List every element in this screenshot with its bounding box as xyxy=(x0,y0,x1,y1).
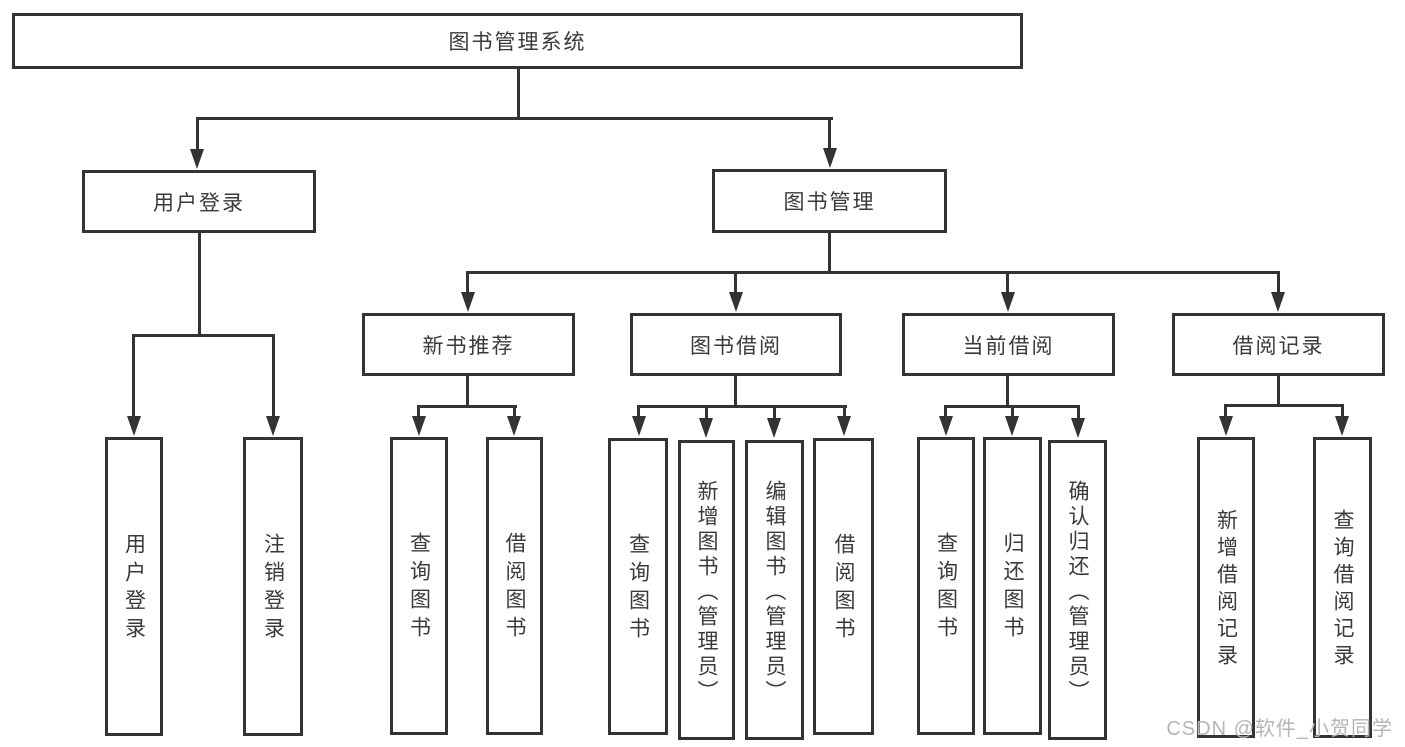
leaf-history-add-record-label: 新增借阅记录 xyxy=(1214,508,1238,671)
leaf-logout-login: 注销登录 xyxy=(243,437,303,736)
connector-recommend-branch xyxy=(417,405,517,408)
connector-current-stem xyxy=(1006,376,1009,408)
arrowhead-leaf-bb-query xyxy=(632,416,646,436)
leaf-logout-login-label: 注销登录 xyxy=(261,532,285,645)
connector-to-new-book-recommend xyxy=(466,271,469,295)
node-borrow-history-label: 借阅记录 xyxy=(1232,334,1325,358)
connector-to-leaf-bb-add xyxy=(705,405,708,419)
connector-history-stem xyxy=(1277,376,1280,407)
arrowhead-leaf-cb-confirm xyxy=(1071,418,1085,438)
connector-to-leaf-bb-borrow xyxy=(843,405,846,419)
leaf-borrow-add-books-admin: 新增图书（管理员） xyxy=(678,440,735,740)
connector-to-book-management xyxy=(828,117,831,152)
node-user-login-label: 用户登录 xyxy=(153,191,245,215)
connector-user-login-stem xyxy=(198,233,201,337)
connector-to-leaf-cb-confirm xyxy=(1077,405,1080,419)
arrowhead-book-borrow xyxy=(729,292,743,312)
connector-borrow-stem xyxy=(734,376,737,408)
node-user-login: 用户登录 xyxy=(82,170,316,233)
connector-to-leaf-cb-return xyxy=(1011,405,1014,419)
leaf-current-query-books: 查询图书 xyxy=(917,437,975,735)
leaf-history-query-record-label: 查询借阅记录 xyxy=(1331,508,1354,671)
arrowhead-current-borrow xyxy=(1001,292,1015,312)
arrowhead-leaf-cb-return xyxy=(1005,416,1019,436)
arrowhead-leaf-user-login xyxy=(127,416,141,436)
connector-to-leaf-bb-query xyxy=(637,405,640,419)
connector-level2-branch xyxy=(466,271,1280,274)
connector-to-leaf-bb-edit xyxy=(773,405,776,419)
connector-user-login-branch xyxy=(132,334,275,337)
connector-level1-branch xyxy=(196,117,833,120)
node-new-book-recommend: 新书推荐 xyxy=(362,313,575,376)
csdn-watermark: CSDN @软件_小贺同学 xyxy=(1166,718,1393,740)
node-book-borrow: 图书借阅 xyxy=(630,313,842,376)
leaf-current-confirm-return-admin: 确认归还（管理员） xyxy=(1048,440,1107,740)
leaf-borrow-borrow-books: 借阅图书 xyxy=(813,438,874,735)
arrowhead-new-book-recommend xyxy=(461,292,475,312)
arrowhead-leaf-rec-borrow xyxy=(507,416,521,436)
leaf-user-login-label: 用户登录 xyxy=(122,532,146,645)
connector-root-stem xyxy=(517,67,520,119)
leaf-current-return-books-label: 归还图书 xyxy=(1001,532,1024,644)
connector-to-leaf-bh-add xyxy=(1224,404,1227,419)
node-new-book-recommend-label: 新书推荐 xyxy=(422,334,515,358)
leaf-history-query-record: 查询借阅记录 xyxy=(1313,437,1372,738)
connector-to-book-borrow xyxy=(734,271,737,295)
leaf-recommend-borrow-books: 借阅图书 xyxy=(486,437,543,735)
arrowhead-leaf-bb-borrow xyxy=(837,416,851,436)
connector-to-current-borrow xyxy=(1006,271,1009,295)
arrowhead-user-login xyxy=(190,149,204,169)
connector-to-leaf-logout xyxy=(272,334,275,419)
arrowhead-leaf-logout xyxy=(266,416,280,436)
arrowhead-book-management xyxy=(823,148,837,168)
leaf-current-query-books-label: 查询图书 xyxy=(934,532,958,644)
leaf-borrow-query-books: 查询图书 xyxy=(608,438,668,735)
arrowhead-leaf-bb-add xyxy=(699,418,713,438)
arrowhead-leaf-bh-add xyxy=(1219,416,1233,436)
leaf-recommend-query-books: 查询图书 xyxy=(390,437,448,735)
node-current-borrow-label: 当前借阅 xyxy=(962,334,1055,358)
connector-to-user-login xyxy=(196,117,199,152)
leaf-current-confirm-return-admin-label: 确认归还（管理员） xyxy=(1066,479,1089,705)
connector-to-leaf-cb-query xyxy=(944,405,947,419)
node-book-borrow-label: 图书借阅 xyxy=(690,334,782,358)
leaf-recommend-query-books-label: 查询图书 xyxy=(407,532,431,644)
arrowhead-leaf-bh-query xyxy=(1335,416,1349,436)
arrowhead-leaf-bb-edit xyxy=(767,418,781,438)
connector-history-branch xyxy=(1224,404,1344,407)
leaf-recommend-borrow-books-label: 借阅图书 xyxy=(503,532,526,644)
leaf-borrow-borrow-books-label: 借阅图书 xyxy=(832,532,855,645)
arrowhead-leaf-cb-query xyxy=(939,416,953,436)
connector-recommend-stem xyxy=(466,376,469,408)
connector-to-leaf-user-login xyxy=(132,334,135,419)
connector-to-leaf-rec-query xyxy=(417,405,420,419)
connector-book-management-stem xyxy=(828,233,831,274)
arrowhead-leaf-rec-query xyxy=(412,416,426,436)
arrowhead-borrow-history xyxy=(1271,292,1285,312)
connector-to-borrow-history xyxy=(1277,271,1280,295)
leaf-borrow-edit-books-admin: 编辑图书（管理员） xyxy=(745,440,804,740)
connector-borrow-branch xyxy=(637,405,847,408)
leaf-user-login: 用户登录 xyxy=(105,437,163,736)
node-root: 图书管理系统 xyxy=(12,13,1023,69)
node-borrow-history: 借阅记录 xyxy=(1172,313,1385,376)
connector-to-leaf-rec-borrow xyxy=(513,405,516,419)
leaf-borrow-edit-books-admin-label: 编辑图书（管理员） xyxy=(763,479,786,705)
leaf-history-add-record: 新增借阅记录 xyxy=(1197,437,1255,738)
connector-to-leaf-bh-query xyxy=(1341,404,1344,419)
leaf-current-return-books: 归还图书 xyxy=(983,437,1042,735)
leaf-borrow-add-books-admin-label: 新增图书（管理员） xyxy=(695,479,718,705)
leaf-borrow-query-books-label: 查询图书 xyxy=(626,532,650,645)
node-book-management: 图书管理 xyxy=(712,169,947,233)
node-root-label: 图书管理系统 xyxy=(448,31,587,54)
node-current-borrow: 当前借阅 xyxy=(902,313,1115,376)
node-book-management-label: 图书管理 xyxy=(783,191,876,214)
